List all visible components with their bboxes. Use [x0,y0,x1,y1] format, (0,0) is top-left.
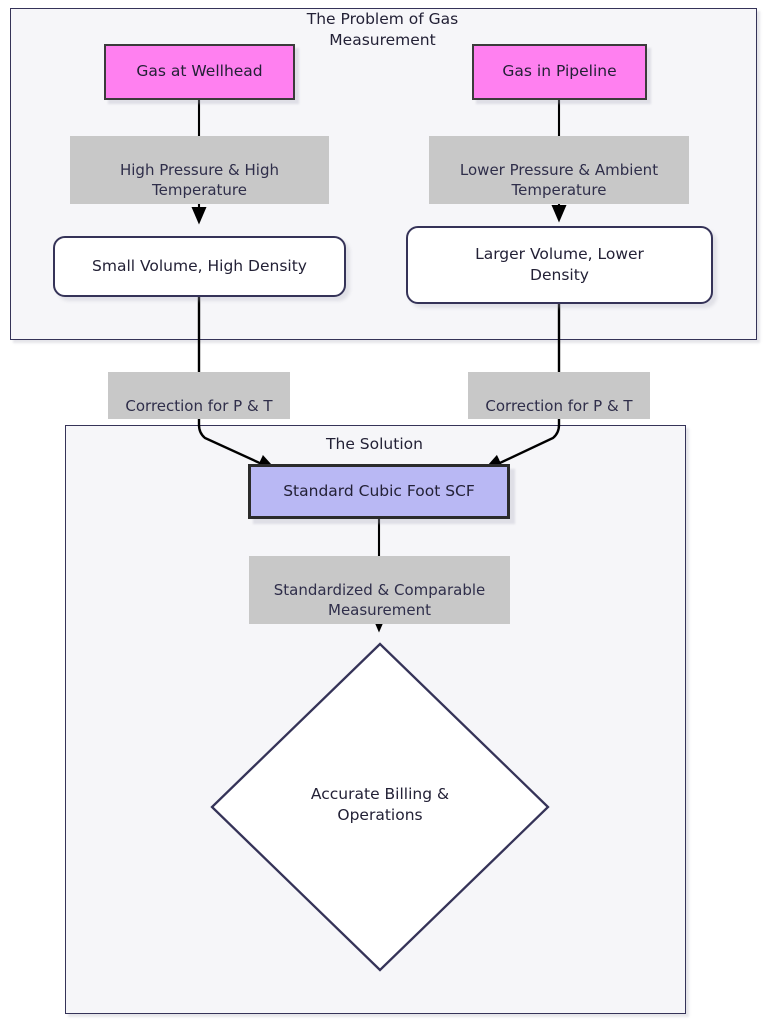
edge-label-lower-pressure-ambient-temperature: Lower Pressure & Ambient Temperature [429,136,689,205]
diamond-shape [210,642,550,972]
node-small-volume-high-density-label: Small Volume, High Density [92,256,307,275]
edge-label-text: Standardized & Comparable Measurement [273,580,486,620]
edge-label-text: High Pressure & High Temperature [119,160,279,200]
node-standard-cubic-foot-scf-label: Standard Cubic Foot SCF [283,481,475,500]
node-accurate-billing-operations-label: Accurate Billing & Operations [310,785,450,825]
edge-label-correction-for-p-and-t-left: Correction for P & T [108,372,290,420]
node-small-volume-high-density[interactable]: Small Volume, High Density [53,236,346,297]
node-standard-cubic-foot-scf[interactable]: Standard Cubic Foot SCF [248,464,510,519]
node-gas-in-pipeline-label: Gas in Pipeline [502,62,617,81]
node-gas-at-wellhead[interactable]: Gas at Wellhead [104,44,295,100]
node-gas-in-pipeline[interactable]: Gas in Pipeline [472,44,647,100]
edge-label-text: Lower Pressure & Ambient Temperature [459,160,659,200]
node-gas-at-wellhead-label: Gas at Wellhead [136,62,263,81]
edge-label-high-pressure-high-temperature: High Pressure & High Temperature [70,136,329,205]
edge-label-text: Correction for P & T [485,396,633,415]
edge-label-correction-for-p-and-t-right: Correction for P & T [468,372,650,420]
edge-label-standardized-comparable-measurement: Standardized & Comparable Measurement [249,556,510,625]
node-accurate-billing-operations[interactable]: Accurate Billing & Operations [208,640,552,974]
subgraph-solution-title: The Solution [326,435,423,453]
subgraph-problem-title: The Problem of Gas Measurement [306,10,459,49]
node-larger-volume-lower-density-label: Larger Volume, Lower Density [475,244,644,284]
edge-label-text: Correction for P & T [125,396,273,415]
node-larger-volume-lower-density[interactable]: Larger Volume, Lower Density [406,226,713,304]
